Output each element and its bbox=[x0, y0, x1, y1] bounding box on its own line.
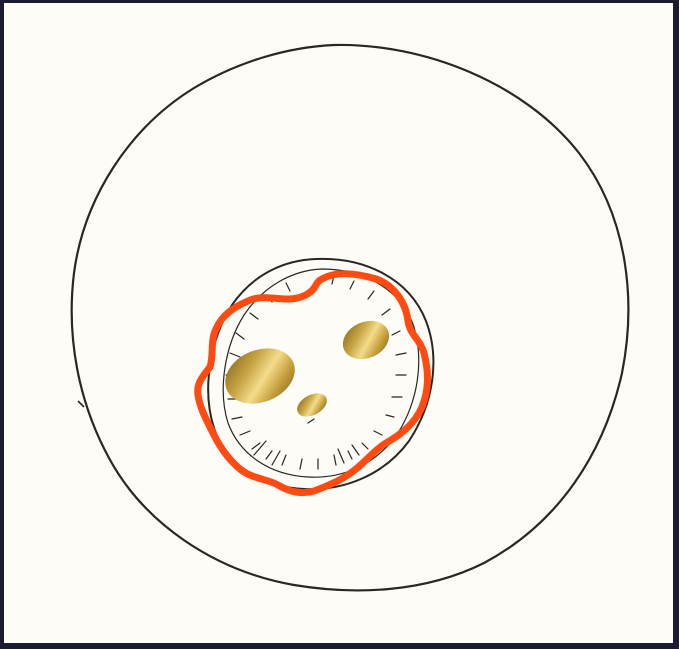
nucleolus-right bbox=[337, 314, 395, 366]
cell-membrane bbox=[72, 45, 629, 590]
paper-background bbox=[4, 3, 673, 643]
membrane-tick bbox=[78, 401, 84, 407]
nucleolus-small bbox=[293, 389, 331, 422]
nucleolus-large bbox=[217, 338, 303, 413]
cell-illustration bbox=[4, 3, 673, 643]
